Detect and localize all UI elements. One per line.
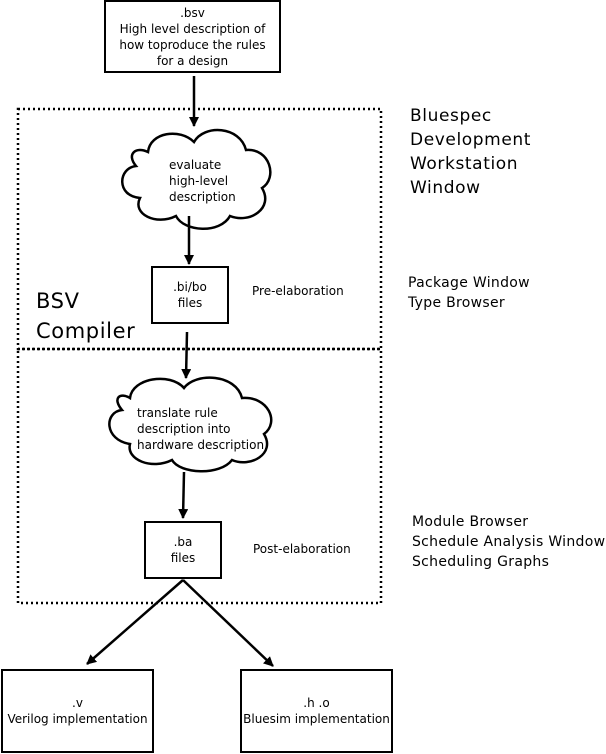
cloud-translate-shape — [108, 376, 273, 473]
arrow-translate-to-ba — [178, 471, 189, 519]
source-line-2: how toproduce the rules — [119, 37, 266, 52]
ba-files-box: .ba files — [144, 521, 222, 579]
cloud-translate-line-1: translate rule — [137, 406, 218, 420]
compiler-region-post — [16, 347, 383, 605]
cloud-evaluate-line-3: description — [169, 190, 236, 204]
cloud-evaluate-line-2: high-level — [169, 174, 229, 188]
cloud-evaluate-line-1: evaluate — [169, 158, 222, 172]
bluesim-output-box: .h .o Bluesim implementation — [240, 669, 393, 753]
verilog-line-desc: Verilog implementation — [7, 712, 148, 726]
arrow-ba-to-verilog — [86, 579, 184, 665]
compiler-line-2: Compiler — [36, 319, 136, 343]
compiler-line-1: BSV — [36, 289, 80, 313]
arrow-ba-to-bluesim — [182, 579, 274, 667]
source-bsv-box: .bsv High level description of how topro… — [104, 0, 281, 73]
verilog-output-box: .v Verilog implementation — [1, 669, 154, 753]
compiler-region-pre — [16, 107, 383, 351]
bibo-line-files: files — [177, 296, 203, 310]
verilog-line-ext: .v — [72, 696, 83, 710]
bluesim-line-desc: Bluesim implementation — [243, 712, 390, 726]
workstation-line-4: Window — [410, 178, 481, 198]
cloud-translate-line-3: hardware description — [137, 438, 265, 452]
source-line-3: for a design — [156, 53, 229, 68]
post-elaboration-label: Post-elaboration — [253, 542, 351, 556]
package-window-label: Package Window Type Browser — [408, 273, 530, 313]
package-line-1: Package Window — [408, 275, 530, 291]
bibo-line-ext: .bi/bo — [173, 280, 207, 294]
module-line-2: Schedule Analysis Window — [412, 534, 606, 550]
pre-elaboration-label: Pre-elaboration — [252, 284, 344, 298]
bibo-files-box: .bi/bo files — [151, 266, 229, 324]
ba-line-ext: .ba — [173, 535, 193, 549]
module-line-1: Module Browser — [412, 514, 529, 530]
source-line-1: High level description of — [119, 21, 266, 36]
ba-line-files: files — [170, 551, 196, 565]
module-line-3: Scheduling Graphs — [412, 554, 550, 570]
workstation-line-1: Bluespec — [410, 106, 492, 126]
cloud-translate-line-2: description into — [137, 422, 231, 436]
arrow-bibo-to-translate — [181, 331, 192, 379]
workstation-window-label: Bluespec Development Workstation Window — [410, 104, 531, 200]
package-line-2: Type Browser — [408, 295, 505, 311]
module-browser-label: Module Browser Schedule Analysis Window … — [412, 512, 605, 572]
cloud-evaluate-text: evaluate high-level description — [169, 157, 236, 205]
cloud-translate-text: translate rule description into hardware… — [137, 405, 264, 453]
source-line-ext: .bsv — [180, 5, 205, 20]
workstation-line-3: Workstation — [410, 154, 519, 174]
workstation-line-2: Development — [410, 130, 532, 150]
bluesim-line-ext: .h .o — [303, 696, 330, 710]
cloud-evaluate-shape — [121, 128, 272, 230]
bsv-compiler-label: BSV Compiler — [36, 286, 135, 346]
